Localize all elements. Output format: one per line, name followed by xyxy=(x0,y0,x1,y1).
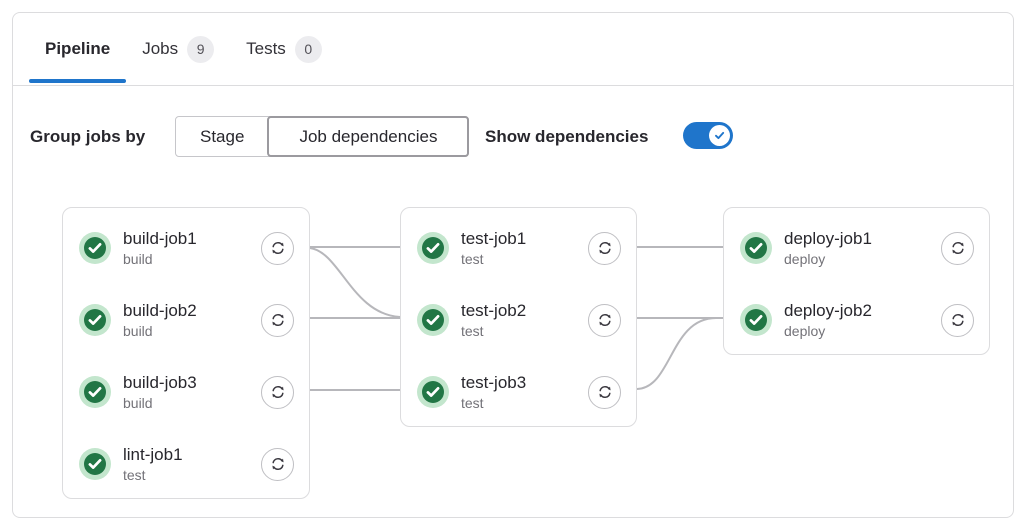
job-text: lint-job1 test xyxy=(123,444,183,484)
status-success-icon xyxy=(417,304,449,336)
status-success-icon xyxy=(79,232,111,264)
job-stage: deploy xyxy=(784,323,826,339)
job-text: test-job3 test xyxy=(461,372,526,412)
group-jobs-by-segmented-control: Stage Job dependencies xyxy=(175,116,470,157)
job-name: test-job2 xyxy=(461,301,527,320)
tab-pipeline-label: Pipeline xyxy=(45,39,111,58)
retry-job-button[interactable] xyxy=(261,375,294,409)
retry-icon xyxy=(271,313,284,327)
job-text: build-job2 build xyxy=(123,300,197,340)
retry-job-button[interactable] xyxy=(588,375,621,409)
status-success-icon xyxy=(417,232,449,264)
job-row-deploy-job2[interactable]: deploy-job2 deploy xyxy=(724,284,989,356)
toggle-knob xyxy=(709,125,730,146)
job-text: build-job3 build xyxy=(123,372,197,412)
job-name: build-job1 xyxy=(123,229,197,248)
job-stage: test xyxy=(461,251,484,267)
retry-job-button[interactable] xyxy=(941,303,974,337)
job-row-test-job3[interactable]: test-job3 test xyxy=(401,356,636,428)
job-stage: build xyxy=(123,323,153,339)
job-text: deploy-job2 deploy xyxy=(784,300,872,340)
retry-icon xyxy=(598,241,611,255)
retry-icon xyxy=(598,385,611,399)
dependency-link xyxy=(636,317,717,390)
tab-tests-count-badge: 0 xyxy=(294,35,322,63)
job-stage: test xyxy=(461,323,484,339)
job-name: build-job3 xyxy=(123,373,197,392)
show-dependencies-toggle[interactable] xyxy=(683,122,733,149)
tab-jobs-label: Jobs xyxy=(142,39,179,58)
job-name: test-job1 xyxy=(461,229,527,248)
tab-tests[interactable]: Tests 0 xyxy=(230,13,338,85)
job-group-test: test-job1 test test-job2 test test-job3 … xyxy=(400,207,637,427)
status-success-icon xyxy=(79,448,111,480)
job-name: test-job3 xyxy=(461,373,527,392)
job-row-build-job3[interactable]: build-job3 build xyxy=(63,356,309,428)
job-row-deploy-job1[interactable]: deploy-job1 deploy xyxy=(724,212,989,284)
job-name: deploy-job1 xyxy=(784,229,872,248)
job-row-test-job2[interactable]: test-job2 test xyxy=(401,284,636,356)
group-by-job-dependencies-button[interactable]: Job dependencies xyxy=(267,116,470,157)
group-by-stage-button[interactable]: Stage xyxy=(176,117,269,156)
job-text: test-job2 test xyxy=(461,300,526,340)
job-stage: test xyxy=(123,467,146,483)
retry-job-button[interactable] xyxy=(261,231,294,265)
retry-job-button[interactable] xyxy=(941,231,974,265)
status-success-icon xyxy=(740,304,772,336)
status-success-icon xyxy=(79,376,111,408)
checkmark-icon xyxy=(715,131,725,140)
job-group-deploy: deploy-job1 deploy deploy-job2 deploy xyxy=(723,207,990,355)
tab-jobs-count-badge: 9 xyxy=(187,35,215,63)
show-dependencies-label: Show dependencies xyxy=(485,127,649,146)
retry-job-button[interactable] xyxy=(588,303,621,337)
job-name: lint-job1 xyxy=(123,445,183,464)
job-text: test-job1 test xyxy=(461,228,526,268)
job-text: deploy-job1 deploy xyxy=(784,228,872,268)
job-text: build-job1 build xyxy=(123,228,197,268)
dependency-link xyxy=(309,247,401,318)
tab-pipeline[interactable]: Pipeline xyxy=(29,13,127,85)
job-stage: build xyxy=(123,395,153,411)
retry-icon xyxy=(271,241,284,255)
job-row-test-job1[interactable]: test-job1 test xyxy=(401,212,636,284)
status-success-icon xyxy=(740,232,772,264)
tab-bar: Pipeline Jobs 9 Tests 0 xyxy=(13,13,1013,86)
job-stage: deploy xyxy=(784,251,826,267)
retry-job-button[interactable] xyxy=(261,303,294,337)
job-group-build: build-job1 build build-job2 build build-… xyxy=(62,207,310,499)
retry-icon xyxy=(951,313,964,327)
status-success-icon xyxy=(417,376,449,408)
group-jobs-by-label: Group jobs by xyxy=(30,127,146,146)
job-row-build-job1[interactable]: build-job1 build xyxy=(63,212,309,284)
retry-job-button[interactable] xyxy=(261,447,294,481)
job-row-lint-job1[interactable]: lint-job1 test xyxy=(63,428,309,500)
retry-icon xyxy=(951,241,964,255)
retry-icon xyxy=(271,385,284,399)
job-name: build-job2 xyxy=(123,301,197,320)
retry-icon xyxy=(598,313,611,327)
job-stage: build xyxy=(123,251,153,267)
retry-icon xyxy=(271,457,284,471)
status-success-icon xyxy=(79,304,111,336)
tab-tests-label: Tests xyxy=(246,39,286,58)
tab-jobs[interactable]: Jobs 9 xyxy=(126,13,230,85)
job-name: deploy-job2 xyxy=(784,301,872,320)
job-row-build-job2[interactable]: build-job2 build xyxy=(63,284,309,356)
retry-job-button[interactable] xyxy=(588,231,621,265)
job-stage: test xyxy=(461,395,484,411)
